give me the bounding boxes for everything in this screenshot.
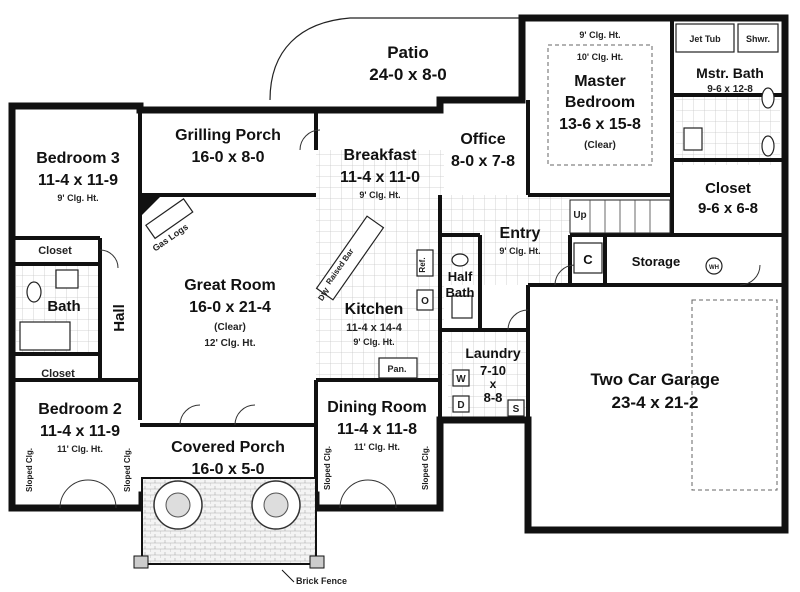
bedroom3-name: Bedroom 3 [36, 150, 120, 167]
master-name-2: Bedroom [565, 94, 635, 111]
dining-room-clg: 11' Clg. Ht. [354, 442, 400, 452]
great-room-clg: 12' Clg. Ht. [204, 338, 255, 349]
bedroom3-clg: 9' Clg. Ht. [57, 193, 98, 203]
great-room-name: Great Room [184, 277, 276, 294]
breakfast-clg: 9' Clg. Ht. [359, 190, 400, 200]
closet-b2-name: Closet [41, 368, 75, 380]
bedroom3-dim: 11-4 x 11-9 [38, 172, 118, 189]
laundry-name: Laundry [465, 345, 520, 361]
interior-walls [12, 18, 785, 508]
garage-name: Two Car Garage [590, 370, 719, 389]
sink-label: S [513, 404, 520, 415]
shower-label: Shwr. [746, 34, 770, 44]
patio-outline [269, 17, 523, 101]
bedroom2-sloped-left: Sloped Clg. [25, 448, 34, 492]
master-note: (Clear) [584, 140, 616, 151]
mstr-bath-dim: 9-6 x 12-8 [707, 84, 753, 95]
water-heater-label: WH [709, 265, 719, 271]
tray-ceiling [547, 44, 653, 166]
office-dim: 8-0 x 7-8 [451, 153, 515, 170]
dryer-label: D [457, 400, 464, 411]
dining-sloped-left: Sloped Clg. [323, 446, 332, 490]
master-clg2: 10' Clg. Ht. [577, 52, 623, 62]
dining-room-dim: 11-4 x 11-8 [337, 421, 417, 438]
closet-b3-name: Closet [38, 245, 72, 257]
bedroom2-dim: 11-4 x 11-9 [40, 423, 120, 440]
grilling-porch-name: Grilling Porch [175, 127, 281, 144]
hall-name: Hall [111, 304, 128, 332]
closet-master-dim: 9-6 x 6-8 [698, 200, 758, 217]
covered-porch-name: Covered Porch [171, 439, 285, 456]
brick-fence-label: Brick Fence [296, 576, 347, 586]
kitchen-clg: 9' Clg. Ht. [353, 337, 394, 347]
mstr-bath-name: Mstr. Bath [696, 65, 764, 81]
patio-name: Patio [387, 43, 429, 62]
oven-label: O [421, 296, 429, 307]
great-room-dim: 16-0 x 21-4 [189, 299, 271, 316]
bedroom2-name: Bedroom 2 [38, 401, 122, 418]
office-name: Office [460, 131, 505, 148]
half-bath-name-2: Bath [446, 285, 475, 300]
laundry-dim-2: x [490, 377, 497, 391]
laundry-dim-3: 8-8 [484, 390, 503, 405]
grilling-porch-dim: 16-0 x 8-0 [192, 149, 265, 166]
doors [59, 129, 761, 509]
stairs-up-label: Up [573, 210, 586, 221]
entry-clg: 9' Clg. Ht. [499, 246, 540, 256]
breakfast-dim: 11-4 x 11-0 [340, 169, 420, 186]
stairs [569, 199, 671, 234]
garage-dim: 23-4 x 21-2 [612, 393, 699, 412]
bedroom2-sloped-right: Sloped Clg. [123, 448, 132, 492]
pantry-label: Pan. [387, 364, 406, 374]
washer-label: W [456, 374, 466, 385]
breakfast-name: Breakfast [344, 147, 418, 164]
storage-name: Storage [632, 254, 680, 269]
master-clg1: 9' Clg. Ht. [579, 30, 620, 40]
shrubs [153, 480, 301, 530]
laundry-dim-1: 7-10 [480, 363, 506, 378]
jet-tub-label: Jet Tub [689, 34, 721, 44]
master-name-1: Master [574, 73, 626, 90]
dining-room-name: Dining Room [327, 399, 427, 416]
bath-name: Bath [47, 298, 80, 315]
coat-closet-label: C [583, 252, 593, 267]
covered-porch-dim: 16-0 x 5-0 [192, 461, 265, 478]
patio-dim: 24-0 x 8-0 [369, 65, 447, 84]
ref-label: Ref. [418, 257, 427, 272]
kitchen-name: Kitchen [345, 301, 404, 318]
half-bath-name-1: Half [448, 269, 473, 284]
entry-name: Entry [500, 225, 541, 242]
master-dim: 13-6 x 15-8 [559, 116, 641, 133]
closet-master-name: Closet [705, 180, 751, 197]
garage-outline [691, 299, 778, 491]
kitchen-dim: 11-4 x 14-4 [346, 322, 403, 334]
great-room-note: (Clear) [214, 322, 246, 333]
fixtures [19, 23, 779, 417]
dining-sloped-right: Sloped Clg. [421, 446, 430, 490]
bedroom2-clg: 11' Clg. Ht. [57, 444, 103, 454]
